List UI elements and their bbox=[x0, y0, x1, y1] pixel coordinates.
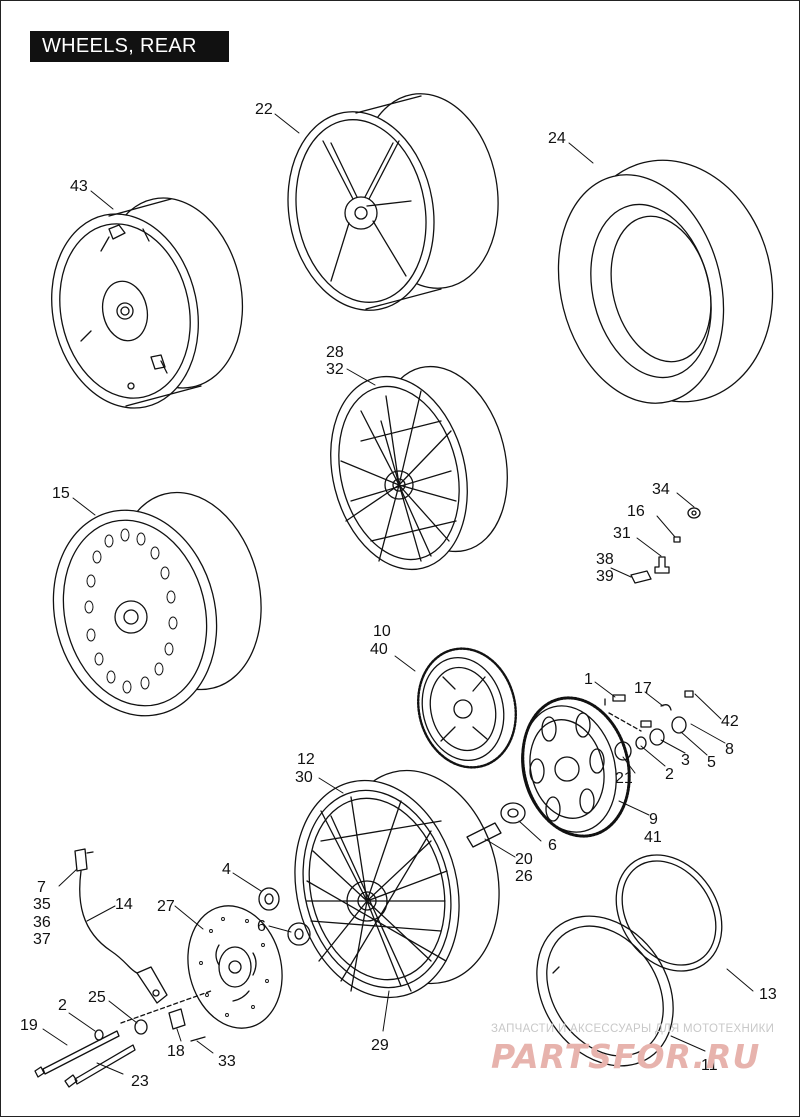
callout-28: 28 bbox=[326, 344, 344, 361]
wheel-speed-sensor bbox=[74, 848, 168, 1004]
callout-1: 1 bbox=[584, 671, 593, 688]
callout-14: 14 bbox=[115, 896, 133, 913]
pulley-9 bbox=[521, 696, 631, 838]
cast-wheel-22 bbox=[287, 93, 499, 311]
callout-35: 35 bbox=[33, 896, 51, 913]
callout-27: 27 bbox=[157, 898, 175, 915]
leader-lines bbox=[42, 113, 754, 1075]
diagram-title: WHEELS, REAR bbox=[30, 31, 229, 62]
pulley-10 bbox=[417, 647, 517, 769]
callout-23: 23 bbox=[131, 1073, 149, 1090]
callout-16: 16 bbox=[627, 503, 645, 520]
callout-21: 21 bbox=[615, 770, 633, 787]
tire-24 bbox=[557, 159, 774, 404]
callout-40: 40 bbox=[370, 641, 388, 658]
callout-11: 11 bbox=[701, 1057, 718, 1074]
watermark-tagline: ЗАПЧАСТИ И АКСЕССУАРЫ ДЛЯ МОТОТЕХНИКИ bbox=[491, 1023, 775, 1035]
disc-wheel-43 bbox=[51, 197, 244, 409]
callout-4: 4 bbox=[222, 861, 231, 878]
callout-2-bottom: 2 bbox=[58, 997, 67, 1014]
axle-hardware bbox=[34, 990, 212, 1088]
pulley-hardware bbox=[604, 690, 694, 761]
callout-24: 24 bbox=[548, 130, 566, 147]
watermark-site: PARTSFOR.RU bbox=[491, 1037, 761, 1076]
axle-spacer bbox=[466, 802, 526, 848]
callout-30: 30 bbox=[295, 769, 313, 786]
callout-20: 20 bbox=[515, 851, 533, 868]
disc-wheel-15 bbox=[52, 491, 262, 717]
callout-29: 29 bbox=[371, 1037, 389, 1054]
callout-5: 5 bbox=[707, 754, 716, 771]
callout-43: 43 bbox=[70, 178, 88, 195]
spoke-wheel-28 bbox=[330, 365, 508, 571]
callout-39: 39 bbox=[596, 568, 614, 585]
callout-7: 7 bbox=[37, 879, 46, 896]
callout-41: 41 bbox=[644, 829, 662, 846]
brake-rotor-27 bbox=[187, 905, 283, 1029]
callout-42: 42 bbox=[721, 713, 739, 730]
inner-tube-11 bbox=[536, 915, 674, 1067]
callout-13: 13 bbox=[759, 986, 777, 1003]
callout-3: 3 bbox=[681, 752, 690, 769]
callout-17: 17 bbox=[634, 680, 652, 697]
callout-15: 15 bbox=[52, 485, 70, 502]
callout-31: 31 bbox=[613, 525, 631, 542]
callout-8: 8 bbox=[725, 741, 734, 758]
callout-18: 18 bbox=[167, 1043, 185, 1060]
callout-6-bottom: 6 bbox=[257, 918, 266, 935]
callout-34: 34 bbox=[652, 481, 670, 498]
callout-26: 26 bbox=[515, 868, 533, 885]
callout-2-top: 2 bbox=[665, 766, 674, 783]
valve-stem-parts bbox=[630, 507, 701, 584]
callout-33: 33 bbox=[218, 1053, 236, 1070]
callout-22: 22 bbox=[255, 101, 273, 118]
bearings bbox=[258, 887, 311, 946]
callout-25: 25 bbox=[88, 989, 106, 1006]
callout-36: 36 bbox=[33, 914, 51, 931]
callout-9: 9 bbox=[649, 811, 658, 828]
callout-37: 37 bbox=[33, 931, 51, 948]
callout-32: 32 bbox=[326, 361, 344, 378]
drive-belt-13 bbox=[615, 854, 723, 972]
callout-12: 12 bbox=[297, 751, 315, 768]
callout-19: 19 bbox=[20, 1017, 38, 1034]
callout-10: 10 bbox=[373, 623, 391, 640]
spoke-wheel-12 bbox=[294, 769, 500, 999]
callout-6-top: 6 bbox=[548, 837, 557, 854]
callout-38: 38 bbox=[596, 551, 614, 568]
